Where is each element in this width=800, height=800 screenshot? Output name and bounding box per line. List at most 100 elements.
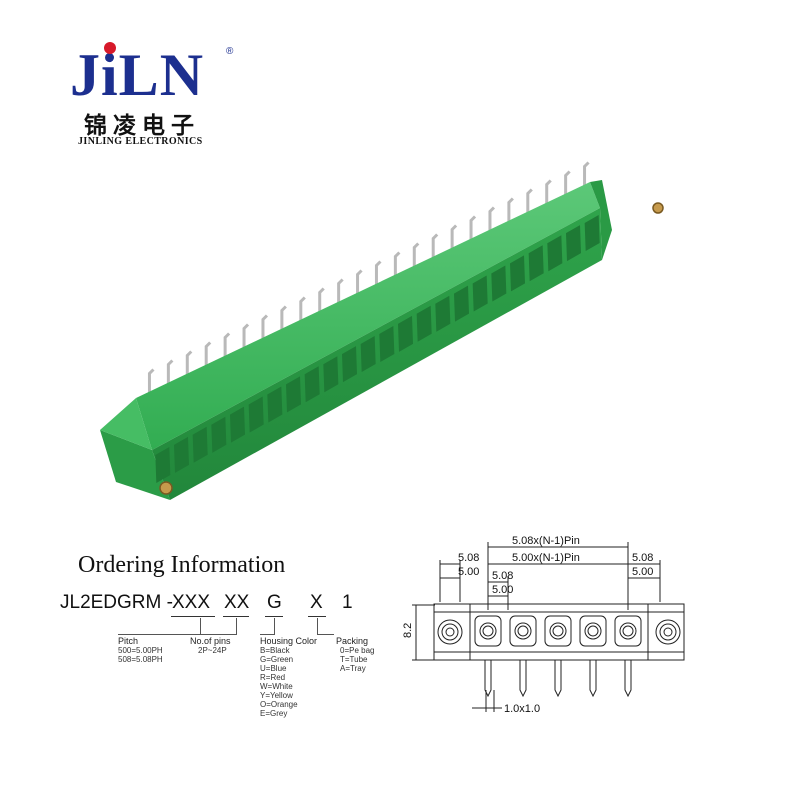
connector-pin <box>356 269 363 301</box>
dim-pitch-508-total: 5.08x(N-1)Pin <box>512 535 580 547</box>
wire-slot <box>454 285 469 322</box>
part-number-color-code: G <box>267 592 282 613</box>
pins-bracket <box>190 618 237 635</box>
logo-red-dot <box>103 42 116 54</box>
connector-pin <box>299 296 306 328</box>
connector-pin <box>393 251 401 283</box>
connector-pin <box>583 161 590 193</box>
drawing-slot <box>509 615 537 647</box>
connector-pin <box>526 188 533 220</box>
dim-right-500: 5.00 <box>632 566 653 578</box>
wire-slot <box>491 265 507 302</box>
packing-option: T=Tube <box>340 655 368 664</box>
color-option: W=White <box>260 682 293 691</box>
connector-pin <box>318 287 325 319</box>
connector-pin <box>469 215 477 247</box>
wire-slot <box>379 325 395 362</box>
connector-pin <box>412 242 420 274</box>
packing-options: Packing 0=Pe bag T=Tube A=Tray <box>336 636 374 673</box>
wire-slot <box>342 346 357 383</box>
connector-pin <box>204 341 212 373</box>
wire-slot <box>230 406 245 443</box>
color-option: U=Blue <box>260 664 287 673</box>
connector-pin <box>488 206 496 238</box>
part-number-pins-code: XX <box>224 592 250 613</box>
drawing-slot <box>474 615 502 647</box>
wire-entry-slots <box>155 215 600 483</box>
wire-slot <box>174 436 189 473</box>
connector-pin <box>507 197 514 229</box>
product-photo <box>100 161 664 500</box>
packing-label: Packing <box>336 636 369 646</box>
drawing-screw <box>587 625 599 637</box>
housing-top-face <box>136 182 600 450</box>
wire-slot <box>566 225 581 262</box>
wire-slot <box>286 376 301 413</box>
dim-left-508: 5.08 <box>458 552 479 564</box>
part-number-pitch-code: XXX <box>172 592 211 613</box>
dim-right-508: 5.08 <box>632 552 653 564</box>
wire-slot <box>435 295 451 332</box>
drawing-screw <box>552 625 564 637</box>
drawing-screw <box>482 625 494 637</box>
color-bracket <box>260 618 275 635</box>
drawing-pin <box>624 660 632 698</box>
color-option: B=Black <box>260 646 290 655</box>
wire-slot <box>155 446 171 483</box>
logo-letter-i-wrap: i <box>101 40 119 110</box>
logo-letter-j: J <box>70 42 101 108</box>
packing-code-underline <box>308 616 326 617</box>
pins-label: No.of pins <box>190 636 231 646</box>
packing-option: 0=Pe bag <box>340 646 375 655</box>
pitch-label: Pitch <box>118 636 139 646</box>
logo-letter-i: i <box>101 42 119 108</box>
color-option: R=Red <box>260 673 286 682</box>
color-option: E=Grey <box>260 709 288 718</box>
wire-slot <box>248 396 264 433</box>
wire-slot <box>211 416 227 453</box>
color-code-underline <box>265 616 283 617</box>
drawing-pin-slots <box>474 615 642 647</box>
connector-pins <box>147 161 590 400</box>
drawing-slot <box>544 615 572 647</box>
left-mounting-insert <box>159 481 173 495</box>
connector-pin <box>431 233 439 265</box>
wire-slot <box>416 305 432 342</box>
connector-pin <box>147 368 155 400</box>
wire-slot <box>547 235 563 272</box>
dim-pitch-500-total: 5.00x(N-1)Pin <box>512 552 580 564</box>
wire-slot <box>398 315 413 352</box>
wire-slot <box>267 386 283 423</box>
connector-pin <box>545 179 552 211</box>
housing-right-end <box>590 180 612 260</box>
wire-slot <box>510 255 525 292</box>
dim-mid-500: 5.00 <box>492 584 513 596</box>
right-mounting-insert <box>652 202 664 214</box>
ordering-information: Ordering Information JL2EDGRM - XXX XX G… <box>60 550 400 770</box>
housing-color-label: Housing Color <box>260 636 318 646</box>
color-option: Y=Yellow <box>260 691 293 700</box>
drawing-pin <box>484 660 492 698</box>
registered-mark: ® <box>226 46 234 57</box>
packing-option: A=Tray <box>340 664 366 673</box>
color-option: G=Green <box>260 655 294 664</box>
housing-left-end <box>100 430 170 500</box>
wire-slot <box>304 366 320 403</box>
connector-pin <box>261 314 269 346</box>
dim-left-500: 5.00 <box>458 566 479 578</box>
pins-code-underline <box>223 616 249 617</box>
drawing-screw <box>619 622 637 640</box>
wire-slot <box>472 275 488 312</box>
logo-english-name: JINLING ELECTRONICS <box>78 136 203 147</box>
dim-pin-size: 1.0x1.0 <box>504 703 540 715</box>
wire-slot <box>192 426 208 463</box>
housing-front-face <box>152 208 602 500</box>
color-option: O=Orange <box>260 700 298 709</box>
drawing-screw <box>479 622 497 640</box>
part-number-packing-code: X <box>310 592 323 613</box>
connector-pin <box>337 278 344 310</box>
part-number-prefix: JL2EDGRM - <box>60 592 173 613</box>
wire-slot <box>360 336 376 373</box>
